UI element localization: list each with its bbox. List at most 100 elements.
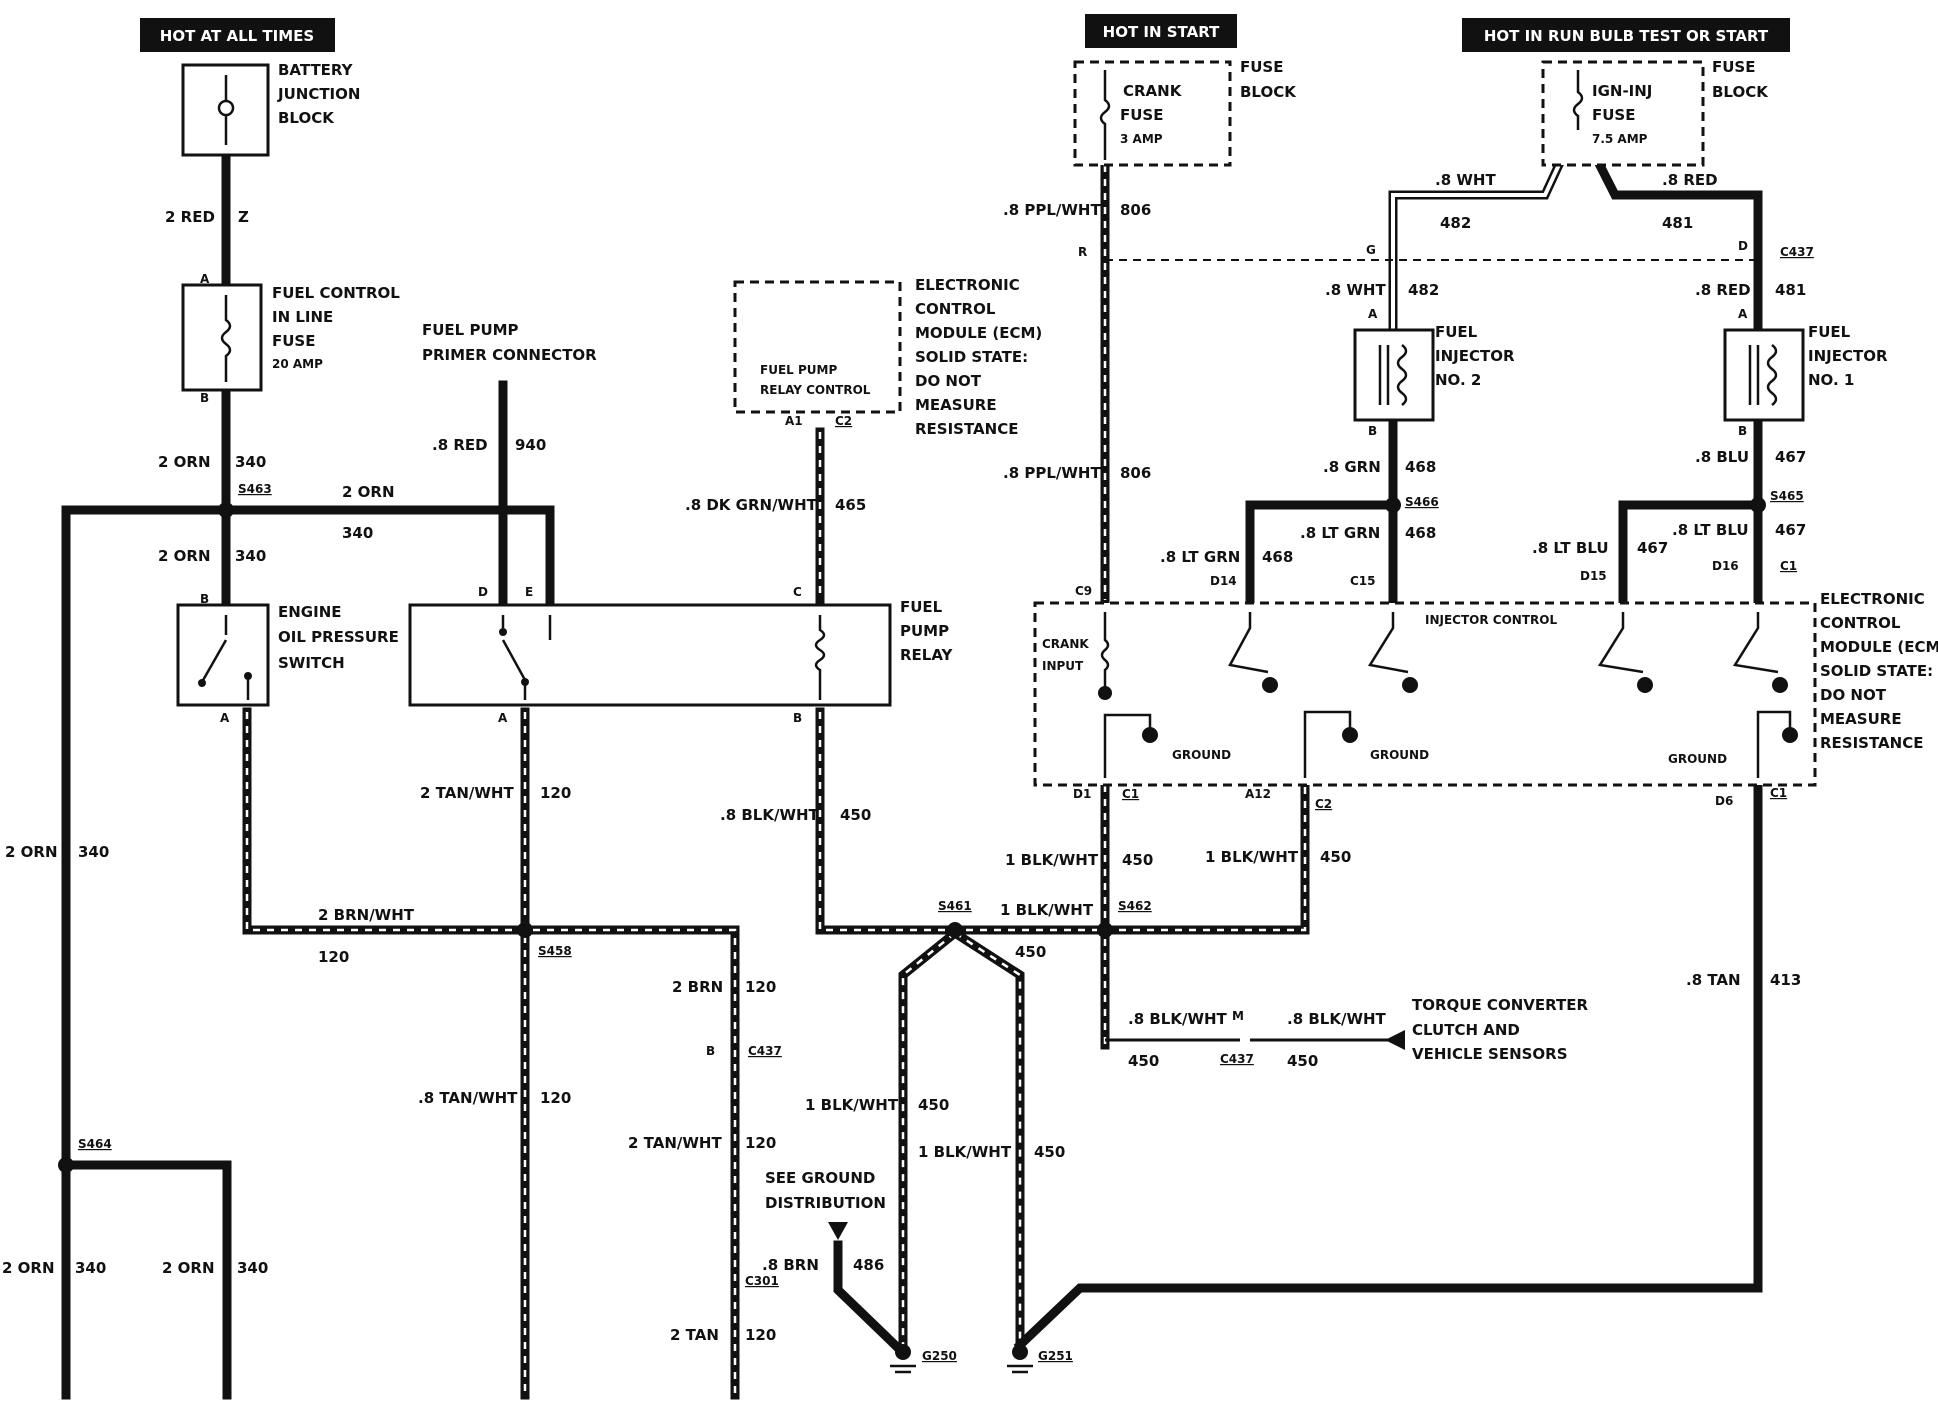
svg-text:D15: D15 (1580, 569, 1607, 583)
svg-text:S465: S465 (1770, 489, 1804, 503)
svg-text:.8 PPL/WHT: .8 PPL/WHT (1003, 201, 1101, 219)
svg-text:ELECTRONIC: ELECTRONIC (915, 276, 1020, 294)
svg-text:B: B (706, 1044, 715, 1058)
svg-text:806: 806 (1120, 201, 1151, 219)
svg-text:340: 340 (342, 524, 373, 542)
svg-text:120: 120 (745, 1134, 776, 1152)
fuel-pump-relay: FUEL PUMP RELAY (408, 598, 954, 707)
svg-text:.8 RED: .8 RED (1662, 171, 1718, 189)
svg-text:.8 LT GRN: .8 LT GRN (1160, 548, 1240, 566)
svg-text:468: 468 (1405, 524, 1436, 542)
svg-text:FUEL: FUEL (900, 598, 943, 616)
svg-text:C2: C2 (835, 414, 852, 428)
svg-text:.8 BRN: .8 BRN (762, 1256, 819, 1274)
svg-text:IN LINE: IN LINE (272, 308, 333, 326)
svg-text:120: 120 (745, 1326, 776, 1344)
svg-text:.8 BLU: .8 BLU (1695, 448, 1749, 466)
svg-text:IGN-INJ: IGN-INJ (1592, 82, 1652, 100)
fuel-pump-primer-connector: FUEL PUMP PRIMER CONNECTOR (422, 321, 597, 364)
svg-text:450: 450 (1320, 848, 1351, 866)
svg-text:BLOCK: BLOCK (278, 109, 335, 127)
svg-text:ENGINE: ENGINE (278, 603, 342, 621)
svg-text:S461: S461 (938, 899, 972, 913)
svg-text:450: 450 (1128, 1052, 1159, 1070)
svg-text:HOT AT ALL TIMES: HOT AT ALL TIMES (160, 27, 314, 45)
svg-text:G250: G250 (922, 1349, 957, 1363)
svg-text:.8 BLK/WHT: .8 BLK/WHT (720, 806, 820, 824)
crank-fuse: CRANK FUSE 3 AMP FUSE BLOCK (1073, 58, 1297, 167)
svg-text:1 BLK/WHT: 1 BLK/WHT (1005, 851, 1099, 869)
svg-text:FUSE: FUSE (272, 332, 315, 350)
svg-text:DO NOT: DO NOT (915, 372, 982, 390)
svg-text:NO. 1: NO. 1 (1808, 371, 1854, 389)
svg-text:PRIMER CONNECTOR: PRIMER CONNECTOR (422, 346, 597, 364)
svg-text:1 BLK/WHT: 1 BLK/WHT (805, 1096, 899, 1114)
svg-text:B: B (1368, 424, 1377, 438)
svg-text:S458: S458 (538, 944, 572, 958)
svg-text:SOLID STATE:: SOLID STATE: (915, 348, 1028, 366)
svg-text:S462: S462 (1118, 899, 1152, 913)
svg-text:120: 120 (318, 948, 349, 966)
svg-text:FUEL PUMP: FUEL PUMP (422, 321, 519, 339)
svg-text:FUSE: FUSE (1240, 58, 1283, 76)
svg-text:D6: D6 (1715, 794, 1733, 808)
svg-text:.8 PPL/WHT: .8 PPL/WHT (1003, 464, 1101, 482)
engine-oil-pressure-switch: ENGINE OIL PRESSURE SWITCH (176, 603, 399, 707)
svg-text:D: D (478, 585, 488, 599)
svg-text:467: 467 (1775, 448, 1806, 466)
svg-text:465: 465 (835, 496, 866, 514)
svg-text:3 AMP: 3 AMP (1120, 132, 1163, 146)
svg-text:D14: D14 (1210, 574, 1237, 588)
svg-text:.8 LT BLU: .8 LT BLU (1532, 539, 1609, 557)
svg-text:RESISTANCE: RESISTANCE (1820, 734, 1923, 752)
svg-text:2 ORN: 2 ORN (158, 547, 211, 565)
svg-text:FUEL PUMP: FUEL PUMP (760, 363, 837, 377)
svg-text:A: A (220, 711, 230, 725)
battery-junction-block: BATTERY JUNCTION BLOCK (181, 61, 360, 157)
svg-text:JUNCTION: JUNCTION (277, 85, 360, 103)
svg-text:CONTROL: CONTROL (915, 300, 996, 318)
svg-text:A: A (1738, 307, 1748, 321)
svg-text:HOT IN START: HOT IN START (1103, 23, 1220, 41)
svg-text:INJECTOR: INJECTOR (1808, 347, 1888, 365)
svg-text:CRANK: CRANK (1042, 637, 1089, 651)
svg-text:FUEL CONTROL: FUEL CONTROL (272, 284, 400, 302)
svg-text:.8 TAN/WHT: .8 TAN/WHT (418, 1089, 518, 1107)
svg-text:Z: Z (238, 208, 249, 226)
svg-text:RELAY: RELAY (900, 646, 954, 664)
svg-text:MODULE (ECM): MODULE (ECM) (1820, 638, 1938, 656)
svg-text:.8 GRN: .8 GRN (1323, 458, 1381, 476)
svg-text:FUSE: FUSE (1592, 106, 1635, 124)
svg-text:D: D (1738, 239, 1748, 253)
svg-text:ELECTRONIC: ELECTRONIC (1820, 590, 1925, 608)
svg-text:468: 468 (1262, 548, 1293, 566)
svg-text:G251: G251 (1038, 1349, 1073, 1363)
svg-text:D1: D1 (1073, 787, 1091, 801)
svg-text:BATTERY: BATTERY (278, 61, 354, 79)
svg-text:RELAY CONTROL: RELAY CONTROL (760, 383, 871, 397)
svg-text:FUSE: FUSE (1712, 58, 1755, 76)
svg-text:C2: C2 (1315, 797, 1332, 811)
svg-text:DO NOT: DO NOT (1820, 686, 1887, 704)
svg-text:481: 481 (1662, 214, 1693, 232)
svg-text:CLUTCH AND: CLUTCH AND (1412, 1021, 1520, 1039)
svg-text:.8 RED: .8 RED (432, 436, 488, 454)
svg-text:7.5 AMP: 7.5 AMP (1592, 132, 1648, 146)
svg-text:340: 340 (78, 843, 109, 861)
svg-text:BLOCK: BLOCK (1712, 83, 1769, 101)
svg-text:FUSE: FUSE (1120, 106, 1163, 124)
svg-text:GROUND: GROUND (1370, 748, 1429, 762)
svg-text:1 BLK/WHT: 1 BLK/WHT (1000, 901, 1094, 919)
svg-text:450: 450 (918, 1096, 949, 1114)
svg-text:486: 486 (853, 1256, 884, 1274)
fuel-injector-2: FUEL INJECTOR NO. 2 (1353, 323, 1515, 422)
svg-text:MEASURE: MEASURE (1820, 710, 1902, 728)
svg-text:G: G (1366, 243, 1376, 257)
svg-text:2 TAN: 2 TAN (670, 1326, 719, 1344)
svg-text:1 BLK/WHT: 1 BLK/WHT (918, 1143, 1012, 1161)
svg-text:A: A (200, 272, 210, 286)
wiring (61, 123, 1763, 1400)
svg-text:.8 WHT: .8 WHT (1325, 281, 1386, 299)
splices: S463 S464 S458 S461 S462 S466 S465 (58, 482, 1804, 1173)
svg-text:.8 TAN: .8 TAN (1686, 971, 1741, 989)
